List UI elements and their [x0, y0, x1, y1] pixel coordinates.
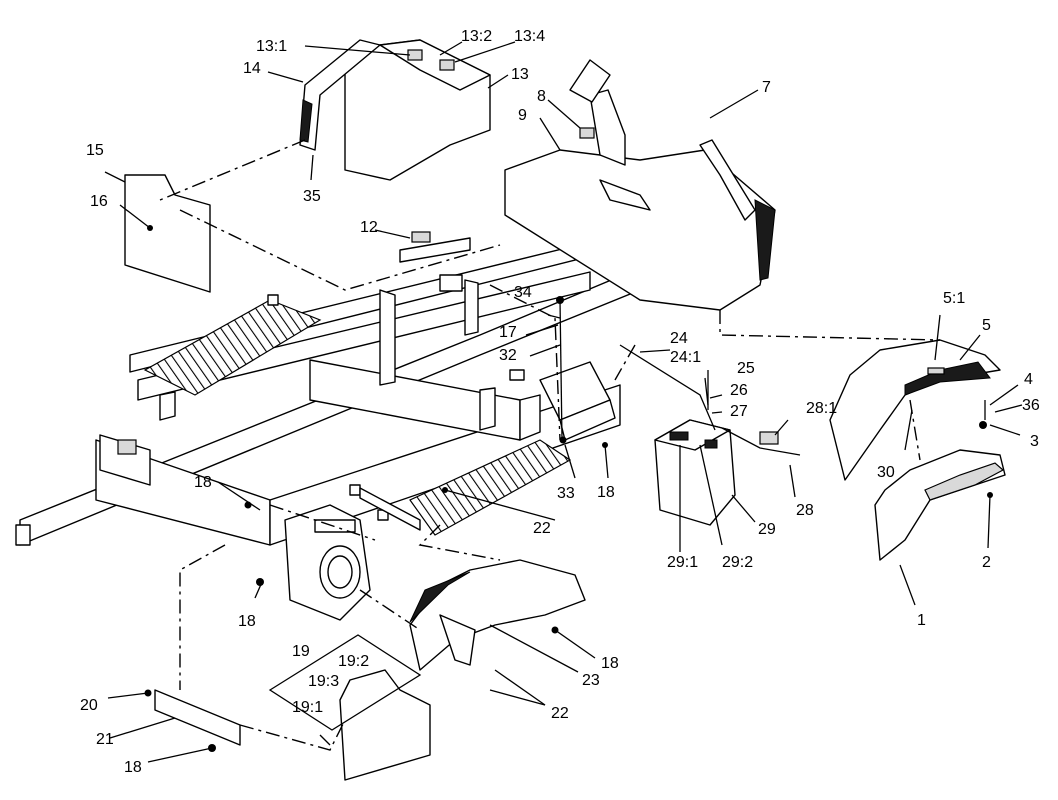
label-4: 4 [1024, 371, 1033, 388]
bracket-12 [399, 231, 471, 263]
label-12: 12 [360, 219, 378, 236]
label-16: 16 [90, 193, 108, 210]
main-frame [15, 235, 641, 621]
label-30: 30 [877, 464, 895, 481]
label-17: 17 [499, 324, 517, 341]
mud-flap-lower [339, 669, 431, 781]
label-19-2: 19:2 [338, 653, 369, 670]
leader-lines [104, 41, 1023, 763]
label-28-1: 28:1 [806, 400, 837, 417]
label-13-4: 13:4 [514, 28, 545, 45]
label-7: 7 [762, 79, 771, 96]
label-32: 32 [499, 347, 517, 364]
body-panel [504, 59, 776, 311]
bracket-21 [154, 689, 241, 746]
label-18e: 18 [597, 484, 615, 501]
label-19-3: 19:3 [308, 673, 339, 690]
right-fender [829, 339, 1001, 481]
battery [654, 419, 736, 526]
fasteners [144, 225, 993, 752]
left-step-plate [143, 294, 322, 396]
label-23: 23 [582, 672, 600, 689]
label-27: 27 [730, 403, 748, 420]
label-25: 25 [737, 360, 755, 377]
right-step-plate [359, 439, 572, 536]
label-13: 13 [511, 66, 529, 83]
label-2: 2 [982, 554, 991, 571]
explode-lines [159, 139, 941, 751]
label-19: 19 [292, 643, 310, 660]
label-36: 36 [1022, 397, 1040, 414]
label-13-2: 13:2 [461, 28, 492, 45]
label-18d: 18 [601, 655, 619, 672]
label-34: 34 [514, 284, 532, 301]
label-29-2: 29:2 [722, 554, 753, 571]
mud-flap-upper [124, 174, 211, 293]
label-28: 28 [796, 502, 814, 519]
label-26: 26 [730, 382, 748, 399]
upper-shroud [299, 39, 491, 181]
label-24-1: 24:1 [670, 349, 701, 366]
label-29-1: 29:1 [667, 554, 698, 571]
label-20: 20 [80, 697, 98, 714]
battery-tray [539, 361, 616, 441]
label-1: 1 [917, 612, 926, 629]
label-29: 29 [758, 521, 776, 538]
callout-labels: 1 2 3 4 5 5:1 7 8 9 12 13 13:1 13:2 13:4… [80, 28, 1040, 776]
label-24: 24 [670, 330, 688, 347]
label-5: 5 [982, 317, 991, 334]
battery-cable [619, 344, 801, 456]
label-15: 15 [86, 142, 104, 159]
label-22b: 22 [551, 705, 569, 722]
label-18b: 18 [238, 613, 256, 630]
left-rear-fender [409, 559, 586, 671]
label-35: 35 [303, 188, 321, 205]
label-3: 3 [1030, 433, 1039, 450]
label-8: 8 [537, 88, 546, 105]
label-19-1: 19:1 [292, 699, 323, 716]
label-13-1: 13:1 [256, 38, 287, 55]
label-22a: 22 [533, 520, 551, 537]
label-14: 14 [243, 60, 261, 77]
label-5-1: 5:1 [943, 290, 965, 307]
right-lower-guard [874, 449, 1006, 561]
label-9: 9 [518, 107, 527, 124]
label-18a: 18 [194, 474, 212, 491]
label-33: 33 [557, 485, 575, 502]
label-18c: 18 [124, 759, 142, 776]
label-21: 21 [96, 731, 114, 748]
